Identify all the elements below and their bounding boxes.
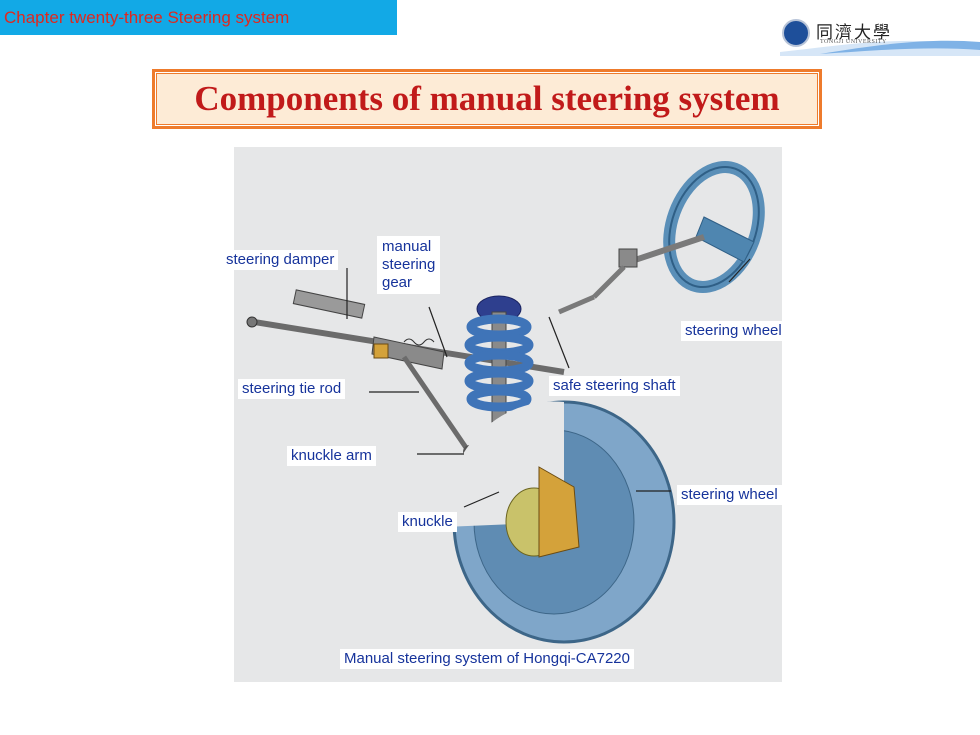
university-logo: 同濟大學 TONGJI UNIVERSITY	[780, 16, 980, 56]
tie-rod-icon	[401, 355, 472, 454]
leader-lines	[346, 258, 751, 508]
university-seal-icon	[782, 19, 810, 47]
logo-english-name: TONGJI UNIVERSITY	[820, 39, 887, 45]
steering-column-icon	[558, 234, 705, 315]
coil-spring-strut-icon	[464, 295, 534, 423]
steering-diagram-panel: steering damper manual steering gear ste…	[222, 147, 786, 682]
label-knuckle: knuckle	[398, 512, 457, 532]
slide-title-box: Components of manual steering system	[152, 69, 822, 129]
label-steering-damper: steering damper	[222, 250, 339, 270]
steering-system-illustration	[246, 160, 765, 644]
label-steering-wheel-lower: steering wheel	[677, 485, 782, 505]
logo-chinese-name: 同濟大學	[816, 23, 892, 43]
road-wheel-icon	[443, 400, 676, 644]
label-knuckle-arm: knuckle arm	[287, 446, 376, 466]
steering-wheel-icon	[663, 160, 765, 294]
steering-gear-rack-icon	[246, 289, 565, 375]
label-steering-tie-rod: steering tie rod	[238, 379, 346, 399]
chapter-header: Chapter twenty-three Steering system	[0, 0, 397, 35]
label-steering-wheel-upper: steering wheel	[681, 321, 786, 341]
label-safe-steering-shaft: safe steering shaft	[549, 376, 680, 396]
label-manual-steering-gear: manual steering gear	[377, 236, 441, 294]
slide-title: Components of manual steering system	[194, 79, 780, 118]
logo-swoosh-icon	[780, 40, 980, 56]
diagram-caption: Manual steering system of Hongqi-CA7220	[340, 649, 634, 669]
